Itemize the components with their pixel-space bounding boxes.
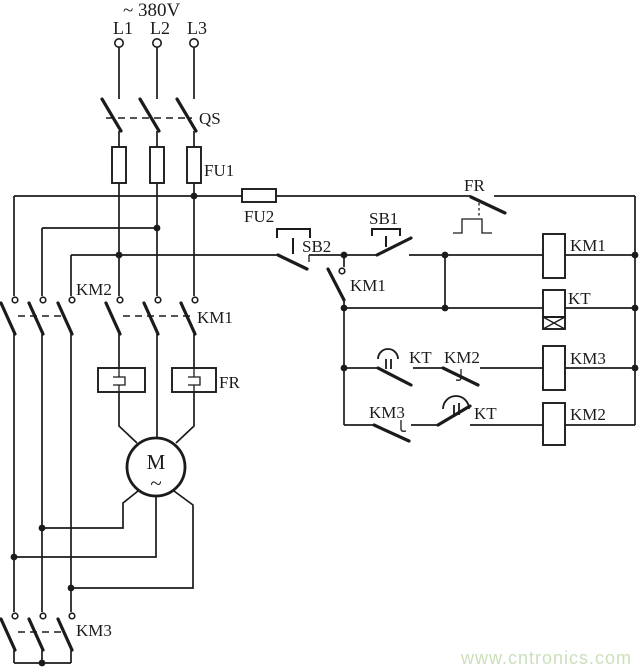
supply-wires bbox=[118, 47, 195, 99]
fr-contact-label: FR bbox=[464, 176, 485, 195]
km2-pole2-terminal bbox=[39, 296, 47, 304]
fr-heater-1 bbox=[97, 367, 146, 393]
km2-blade-2 bbox=[27, 301, 45, 336]
km1-blade-3 bbox=[179, 301, 197, 336]
km3-nc-mark bbox=[400, 420, 407, 432]
km2-nc-label: KM2 bbox=[444, 348, 480, 367]
fu2-label: FU2 bbox=[244, 207, 274, 226]
kt-nc-blade bbox=[376, 366, 413, 387]
qs-blade-1 bbox=[100, 97, 123, 133]
km1-aux-terminal bbox=[338, 267, 346, 275]
km1-aux-blade bbox=[326, 267, 346, 302]
km3-nc-label: KM3 bbox=[369, 403, 405, 422]
km2-blade-3 bbox=[56, 301, 74, 336]
terminal-l2 bbox=[152, 37, 163, 48]
km3-pole1-terminal bbox=[11, 612, 19, 620]
fuse-fu1-1 bbox=[111, 146, 127, 184]
supply-voltage-label: ~ 380V bbox=[123, 0, 181, 21]
kt-nc-label: KT bbox=[409, 348, 432, 367]
fr-heater-2-element bbox=[188, 368, 201, 392]
sb1-label: SB1 bbox=[369, 209, 398, 228]
kt-no-blade bbox=[436, 404, 472, 427]
qs-blade-3 bbox=[175, 97, 198, 133]
motor-bottom-lead-wires bbox=[14, 490, 194, 589]
phase-l2-label: L2 bbox=[150, 18, 170, 38]
kt-no-label: KT bbox=[474, 404, 497, 423]
branch-l1-left-and-control-feed bbox=[70, 254, 278, 296]
km2-pole1-terminal bbox=[11, 296, 19, 304]
km3-blade-2 bbox=[27, 617, 45, 652]
km3-blade-3 bbox=[56, 617, 74, 652]
km1-blade-1 bbox=[104, 301, 122, 336]
terminal-l3 bbox=[189, 37, 200, 48]
fuse-fu1-2 bbox=[149, 146, 165, 184]
qs-blade-2 bbox=[138, 97, 161, 133]
km2-coil bbox=[542, 402, 566, 446]
kt-coil-delay-x bbox=[542, 316, 566, 330]
km3-blade-1 bbox=[0, 617, 17, 652]
qs-label: QS bbox=[199, 109, 221, 128]
fr-contact-blade bbox=[469, 195, 507, 215]
km3-pole2-terminal bbox=[39, 612, 47, 620]
km1-coil bbox=[542, 233, 566, 279]
sb2-button-cap bbox=[276, 228, 311, 254]
km3-main-label: KM3 bbox=[76, 621, 112, 640]
terminal-l1 bbox=[114, 37, 125, 48]
km2-blade-1 bbox=[0, 301, 17, 336]
km2-pole3-terminal bbox=[68, 296, 76, 304]
kt-coil-delay-box bbox=[542, 316, 566, 330]
km1-pole1-terminal bbox=[116, 296, 124, 304]
junction-dots bbox=[10, 192, 639, 667]
fr-heater-1-element bbox=[113, 368, 126, 392]
kt-nc-delay-symbol bbox=[377, 348, 399, 369]
kt-coil bbox=[542, 289, 566, 318]
fr-release-symbol bbox=[453, 218, 492, 234]
km3-coil-label: KM3 bbox=[570, 349, 606, 368]
star-point-bar bbox=[13, 650, 72, 664]
km1-blade-2 bbox=[142, 301, 160, 336]
phase-l3-label: L3 bbox=[187, 18, 207, 38]
km3-pole3-terminal bbox=[68, 612, 76, 620]
km1-main-label: KM1 bbox=[197, 308, 233, 327]
km1-pole3-terminal bbox=[191, 296, 199, 304]
fu1-label: FU1 bbox=[204, 161, 234, 180]
phase-drop-wires bbox=[118, 183, 195, 296]
km2-coil-label: KM2 bbox=[570, 405, 606, 424]
branch-l3-left bbox=[13, 195, 194, 296]
motor-top-lead-wires bbox=[118, 392, 195, 444]
sb1-blade bbox=[375, 236, 413, 257]
km1-to-heater-wires bbox=[118, 334, 195, 438]
watermark-text: www.cntronics.com bbox=[460, 648, 632, 668]
km3-coil bbox=[542, 345, 566, 391]
left-vertical-wires bbox=[13, 334, 72, 612]
km1-aux-label: KM1 bbox=[350, 276, 386, 295]
motor-symbol: M bbox=[147, 450, 166, 474]
sb1-button-cap bbox=[371, 228, 401, 247]
sb2-blade bbox=[276, 253, 309, 271]
km2-nc-mark bbox=[455, 369, 462, 381]
km3-nc-blade bbox=[372, 423, 411, 443]
km1-coil-label: KM1 bbox=[570, 236, 606, 255]
kt-coil-label: KT bbox=[568, 289, 591, 308]
sb2-label: SB2 bbox=[302, 237, 331, 256]
km1-pole2-terminal bbox=[154, 296, 162, 304]
qs-to-fu1-wires bbox=[118, 131, 195, 147]
motor-ac-mark: ~ bbox=[150, 471, 161, 495]
fr-heater-label: FR bbox=[219, 373, 240, 392]
km2-main-label: KM2 bbox=[76, 280, 112, 299]
phase-l1-label: L1 bbox=[113, 18, 133, 38]
fuse-fu2 bbox=[241, 188, 277, 203]
branch-l2-left bbox=[41, 227, 157, 296]
fuse-fu1-3 bbox=[186, 146, 202, 184]
